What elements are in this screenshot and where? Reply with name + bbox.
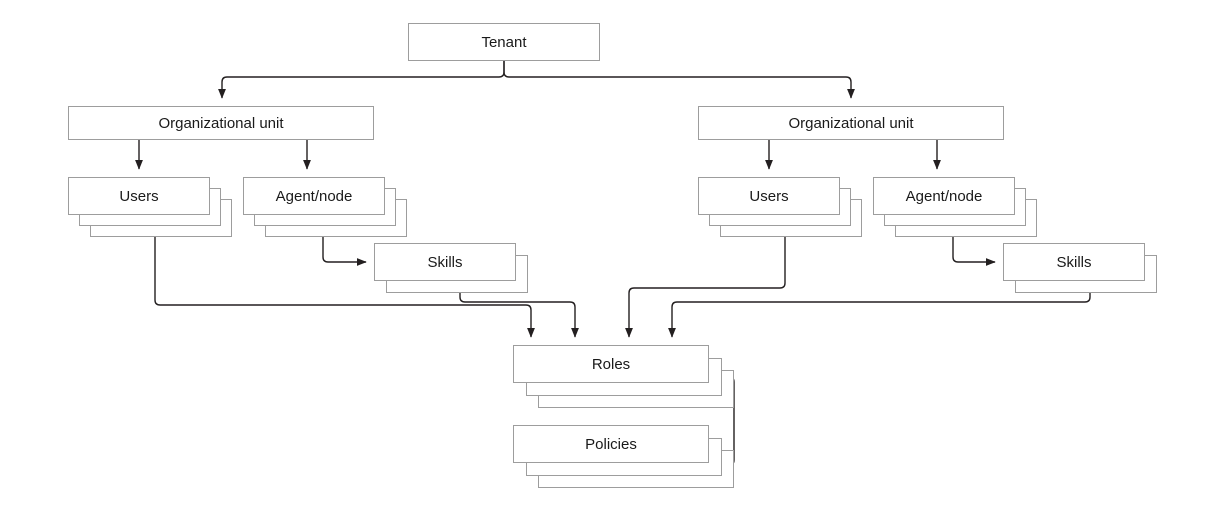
node-policies-label: Policies xyxy=(585,435,637,453)
node-users-left-face: Users xyxy=(68,177,210,215)
node-roles-label: Roles xyxy=(591,355,631,373)
node-users-left[interactable]: Users xyxy=(68,177,232,237)
node-users-right-label: Users xyxy=(749,187,789,205)
node-agent-node-left-label: Agent/node xyxy=(275,187,353,205)
node-policies[interactable]: Policies xyxy=(513,425,734,488)
node-users-left-label: Users xyxy=(119,187,159,205)
node-tenant-label: Tenant xyxy=(481,33,527,51)
node-skills-right-face: Skills xyxy=(1003,243,1145,281)
node-users-right-face: Users xyxy=(698,177,840,215)
node-agent-node-right[interactable]: Agent/node xyxy=(873,177,1037,237)
node-org-unit-left-label: Organizational unit xyxy=(158,114,284,132)
node-tenant[interactable]: Tenant xyxy=(408,23,600,61)
node-skills-right-label: Skills xyxy=(1056,253,1092,271)
node-org-unit-right-label: Organizational unit xyxy=(788,114,914,132)
node-skills-left[interactable]: Skills xyxy=(374,243,528,293)
node-org-unit-left[interactable]: Organizational unit xyxy=(68,106,374,140)
node-skills-left-label: Skills xyxy=(427,253,463,271)
node-users-right[interactable]: Users xyxy=(698,177,862,237)
node-roles[interactable]: Roles xyxy=(513,345,734,408)
node-org-unit-left-face: Organizational unit xyxy=(68,106,374,140)
node-agent-node-left[interactable]: Agent/node xyxy=(243,177,407,237)
node-agent-node-right-label: Agent/node xyxy=(905,187,983,205)
edge-skills-left-to-roles xyxy=(459,293,579,338)
edge-skills-right-to-roles xyxy=(668,293,1091,338)
node-tenant-face: Tenant xyxy=(408,23,600,61)
node-skills-right[interactable]: Skills xyxy=(1003,243,1157,293)
node-agent-node-right-face: Agent/node xyxy=(873,177,1015,215)
node-policies-face: Policies xyxy=(513,425,709,463)
node-org-unit-right[interactable]: Organizational unit xyxy=(698,106,1004,140)
edge-tenant-to-org-right xyxy=(503,61,855,99)
edge-tenant-to-org-left xyxy=(218,61,505,99)
node-org-unit-right-face: Organizational unit xyxy=(698,106,1004,140)
edge-users-right-to-roles xyxy=(625,231,786,338)
node-roles-face: Roles xyxy=(513,345,709,383)
node-skills-left-face: Skills xyxy=(374,243,516,281)
node-agent-node-left-face: Agent/node xyxy=(243,177,385,215)
